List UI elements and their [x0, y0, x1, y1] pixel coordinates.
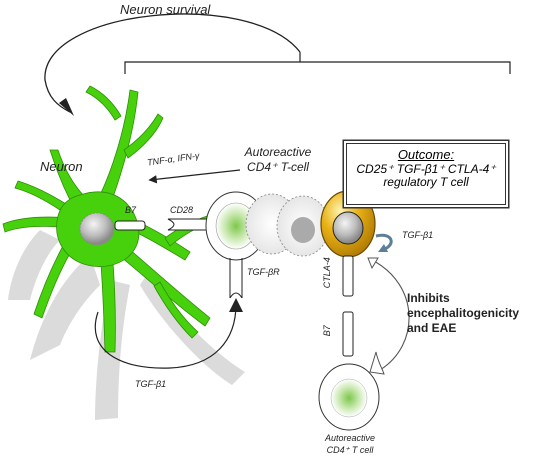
b7-receptor-neuron — [114, 220, 146, 231]
regulatory-tcell-nucleus — [332, 211, 364, 245]
ctla4-receptor — [342, 255, 354, 297]
tgfb1-return-arrow — [94, 303, 237, 369]
neuron-survival-arrow — [44, 13, 301, 113]
autoreactive-top-label-line2: CD4⁺ T-cell — [247, 160, 309, 174]
outcome-title: Outcome: — [397, 147, 455, 162]
tgfbr-label: TGF-βR — [247, 267, 280, 277]
autoreactive-bottom-label-line2: CD4⁺ T cell — [326, 445, 374, 455]
transition-cell-2-nucleus — [291, 217, 315, 243]
b7-receptor-bottom — [342, 311, 354, 357]
tgfb1-bottom-label: TGF-β1 — [135, 379, 167, 389]
outcome-text: CD25⁺ TGF-β1⁺ CTLA-4⁺ regulatory T cell — [356, 162, 496, 190]
inhibits-arrow — [371, 259, 410, 371]
b7-bottom-label: B7 — [321, 325, 332, 337]
tgfb1-return-arrowhead — [229, 298, 243, 312]
ctla4-label: CTLA-4 — [321, 257, 332, 289]
outcome-box: Outcome: CD25⁺ TGF-β1⁺ CTLA-4⁺ regulator… — [346, 143, 506, 205]
inhibits-label-line3: and EAE — [407, 321, 457, 335]
cd28-receptor — [167, 218, 209, 231]
tnf-ifn-arrow — [148, 169, 241, 184]
autoreactive-top-label-line1: Autoreactive — [244, 145, 312, 159]
tgfb1-right-label: TGF-β1 — [402, 230, 434, 240]
inhibits-label-line1: Inhibits — [407, 291, 450, 305]
neuron-survival-label: Neuron survival — [120, 2, 211, 17]
b7-neuron-label: B7 — [125, 205, 137, 215]
autoreactive-tcell-bottom-nucleus — [330, 378, 368, 418]
cd28-label: CD28 — [170, 205, 194, 215]
neuron-label: Neuron — [40, 159, 83, 174]
inhibits-label-line2: encephalitogenicity — [407, 306, 520, 320]
top-bracket — [124, 61, 511, 74]
neuron-survival-arrowhead — [59, 98, 74, 116]
autoreactive-bottom-label-line1: Autoreactive — [324, 433, 376, 443]
inhibits-arrow-outline — [367, 257, 379, 270]
neuron-nucleus — [79, 212, 115, 246]
tgfbr-receptor — [229, 258, 243, 299]
